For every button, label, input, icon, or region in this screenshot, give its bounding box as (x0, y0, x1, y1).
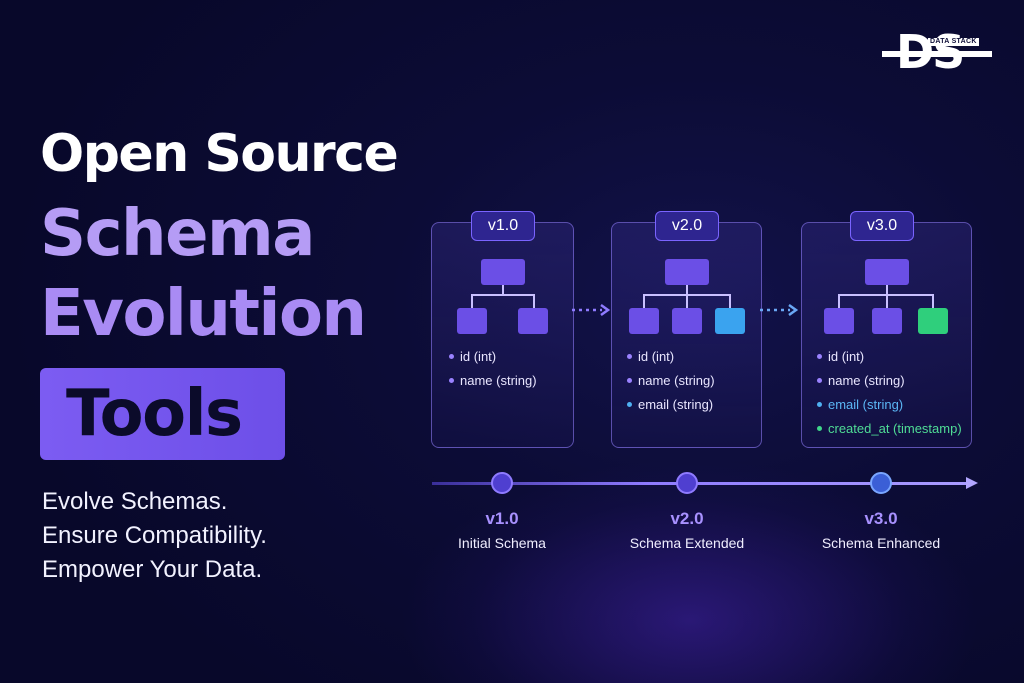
timeline-label-v1: Initial Schema (458, 535, 546, 551)
field-item: email (string) (638, 397, 714, 412)
tagline-1: Evolve Schemas. (42, 488, 228, 515)
tree-connector (471, 294, 473, 308)
timeline-arrowhead-icon (966, 477, 978, 489)
field-bullet (449, 354, 454, 359)
headline-line-1: Open Source (40, 124, 399, 184)
field-bullet (627, 354, 632, 359)
field-item: name (string) (828, 373, 905, 388)
schema-card-v2: v2.0 id (int) name (string) email (strin… (611, 211, 762, 448)
tree-connector (729, 294, 731, 308)
child-node (872, 308, 902, 334)
child-node (518, 308, 548, 334)
tree-connector (643, 294, 645, 308)
tagline-3: Empower Your Data. (42, 556, 263, 583)
tagline-2: Ensure Compatibility. (42, 522, 267, 549)
version-badge-v3: v3.0 (850, 211, 914, 241)
field-bullet (817, 354, 822, 359)
schema-card-v3: v3.0 id (int) name (string) email (strin… (801, 211, 972, 448)
field-item: created_at (timestamp) (828, 421, 962, 436)
timeline-dot-v3 (870, 472, 892, 494)
timeline-dot-v2 (676, 472, 698, 494)
field-item: id (int) (460, 349, 497, 364)
field-bullet (817, 378, 822, 383)
data-stack-logo: DS DATA STACK (882, 24, 992, 82)
version-badge-v2: v2.0 (655, 211, 719, 241)
timeline-line (432, 482, 972, 485)
timeline-version-v2: v2.0 (670, 509, 704, 528)
tree-connector (886, 285, 888, 295)
field-item: name (string) (638, 373, 715, 388)
timeline-version-v3: v3.0 (864, 509, 898, 528)
root-node (665, 259, 709, 285)
field-item: email (string) (828, 397, 904, 412)
field-bullet (627, 378, 632, 383)
root-node (865, 259, 909, 285)
headline-line-2: Schema (40, 197, 315, 271)
tree-connector (932, 294, 934, 308)
headline-highlight-box: Tools (40, 368, 285, 460)
schema-card-v1: v1.0 id (int) name (string) (431, 211, 574, 448)
field-bullet (627, 402, 632, 407)
child-node (672, 308, 702, 334)
tree-connector (886, 294, 888, 308)
field-item: name (string) (460, 373, 537, 388)
tree-connector (471, 294, 535, 296)
timeline-dot-v1 (491, 472, 513, 494)
timeline-label-v2: Schema Extended (629, 535, 745, 551)
child-node (457, 308, 487, 334)
dotted-arrow-icon (572, 304, 611, 316)
tree-connector (502, 285, 504, 295)
field-item: id (int) (638, 349, 675, 364)
field-bullet (449, 378, 454, 383)
child-node (629, 308, 659, 334)
child-node (824, 308, 854, 334)
tree-connector (686, 285, 688, 295)
new-child-node (918, 308, 948, 334)
timeline-label-v3: Schema Enhanced (821, 535, 941, 551)
tree-connector (838, 294, 840, 308)
root-node (481, 259, 525, 285)
logo-name: DATA STACK (928, 38, 979, 46)
field-item: id (int) (828, 349, 865, 364)
headline-line-4: Tools (66, 377, 243, 451)
headline-line-3: Evolution (40, 277, 367, 351)
field-bullet (817, 426, 822, 431)
version-badge-v1: v1.0 (471, 211, 535, 241)
dotted-arrow-icon (760, 304, 799, 316)
logo-strike-bar (882, 51, 992, 57)
tree-connector (686, 294, 688, 308)
timeline-version-v1: v1.0 (485, 509, 519, 528)
field-bullet (817, 402, 822, 407)
new-child-node (715, 308, 745, 334)
tree-connector (533, 294, 535, 308)
